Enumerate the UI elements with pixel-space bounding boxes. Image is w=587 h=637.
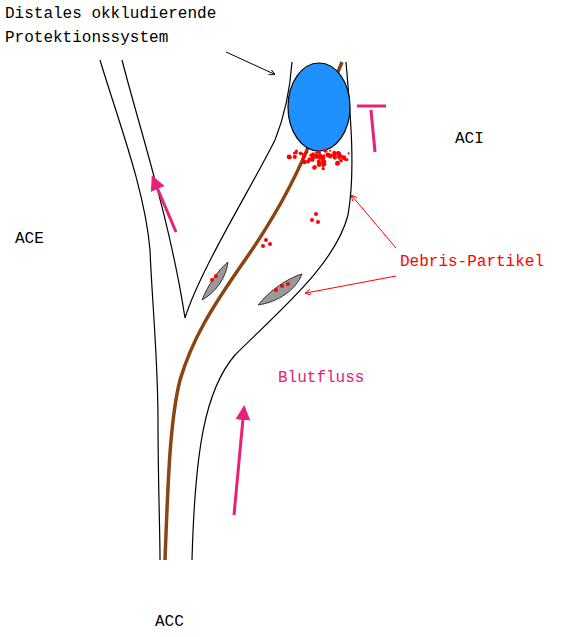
- debris-particle: [287, 154, 292, 159]
- debris-particle: [286, 282, 290, 286]
- debris-particle: [339, 158, 342, 161]
- debris-particle: [293, 155, 297, 159]
- debris-particle: [301, 153, 304, 156]
- debris-particle: [333, 155, 337, 159]
- debris-particle: [323, 149, 327, 153]
- flow-arrow: [153, 178, 176, 232]
- debris-particle: [332, 151, 336, 155]
- vessel-wall: [100, 60, 352, 560]
- leader-line: [352, 196, 396, 248]
- debris-label: Debris-Partikel: [400, 250, 544, 274]
- vessel-wall: [192, 62, 352, 560]
- debris-particle: [335, 162, 338, 165]
- debris-particle: [335, 161, 340, 166]
- debris-particle: [314, 212, 318, 216]
- vessel-wall: [122, 60, 292, 318]
- blocked-flow-bar: [357, 105, 386, 108]
- debris-particle: [310, 155, 313, 158]
- debris-particle: [318, 154, 322, 158]
- debris-particles: [210, 149, 350, 292]
- debris-particle: [309, 154, 312, 157]
- debris-particle: [268, 242, 272, 246]
- debris-particle: [280, 284, 284, 288]
- device-label: Distales okkludierende Protektionssystem: [5, 2, 240, 50]
- vessel-wall: [100, 60, 160, 560]
- debris-particle: [313, 152, 315, 154]
- leader-line: [226, 52, 274, 74]
- debris-particle: [330, 154, 332, 156]
- debris-particle: [302, 160, 306, 164]
- plaque: [202, 262, 228, 300]
- debris-particle: [293, 152, 296, 155]
- vessel-label: ACI: [455, 127, 484, 151]
- debris-particle: [304, 152, 307, 155]
- flow-label: Blutfluss: [278, 366, 364, 390]
- flow-arrows: [153, 106, 386, 515]
- debris-particle: [312, 165, 316, 169]
- debris-particle: [264, 238, 268, 242]
- debris-particle: [318, 151, 321, 154]
- debris-particle: [318, 154, 322, 158]
- debris-particle: [329, 150, 331, 152]
- plaque: [258, 274, 302, 305]
- occlusion-balloon: [288, 63, 350, 151]
- debris-particle: [322, 167, 325, 170]
- blocked-flow-arrow: [371, 110, 375, 152]
- vessel-label: ACE: [15, 227, 44, 251]
- debris-particle: [214, 274, 218, 278]
- debris-particle: [302, 155, 306, 159]
- debris-particle: [274, 288, 278, 292]
- debris-particle: [310, 218, 314, 222]
- debris-particle: [316, 155, 319, 158]
- debris-particle: [333, 155, 337, 159]
- debris-particle: [308, 157, 312, 161]
- debris-particle: [348, 152, 350, 154]
- vessel-label: ACC: [155, 610, 184, 634]
- flow-arrow: [234, 408, 244, 515]
- debris-particle: [321, 162, 323, 164]
- debris-particle: [341, 155, 346, 160]
- debris-particle: [316, 220, 320, 224]
- debris-particle: [317, 159, 321, 163]
- debris-particle: [210, 278, 214, 282]
- debris-particle: [261, 244, 265, 248]
- debris-particle: [323, 154, 325, 156]
- debris-particle: [337, 155, 339, 157]
- leader-line: [306, 276, 396, 293]
